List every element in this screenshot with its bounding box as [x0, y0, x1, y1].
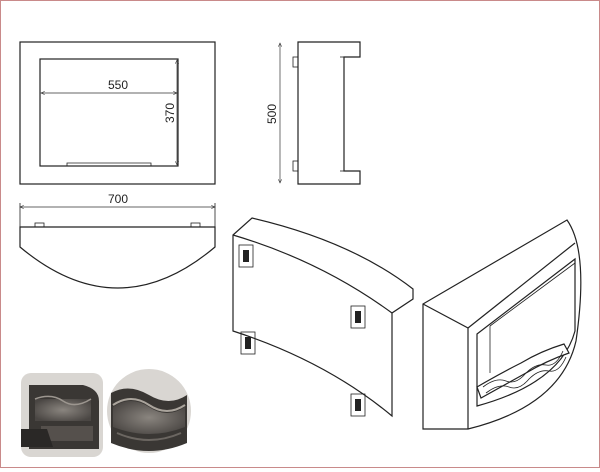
side-view: 500 [265, 41, 361, 185]
side-profile [297, 41, 361, 185]
burner-tray [66, 162, 152, 166]
bracket-icon [240, 331, 256, 355]
front-opening [476, 257, 576, 407]
bracket-icon [292, 56, 299, 68]
bracket-icon [292, 160, 299, 172]
burner-tray [476, 343, 570, 399]
front-opening [39, 58, 179, 167]
burner-photo-left [21, 373, 103, 457]
top-profile [19, 226, 216, 289]
bracket-icon [350, 393, 366, 417]
inner-height-label: 370 [163, 103, 177, 123]
inner-width-label: 550 [108, 78, 128, 92]
bracket-icon [238, 244, 254, 268]
front-depth-edge [422, 303, 469, 429]
front-outer-frame [19, 41, 216, 185]
rear-isometric-view [232, 217, 414, 418]
rear-body-outline [232, 217, 414, 418]
rear-top-edge [232, 234, 393, 314]
bracket-icon [190, 222, 201, 228]
front-body-outline [422, 219, 582, 430]
overall-width-label: 700 [108, 192, 128, 206]
bracket-icon [350, 305, 366, 329]
front-view: 550 370 [19, 41, 216, 185]
top-view: 700 [19, 192, 216, 289]
bracket-icon [34, 222, 45, 228]
front-isometric-view [422, 219, 582, 430]
burner-photo-right [107, 369, 191, 453]
overall-height-label: 500 [265, 104, 279, 124]
